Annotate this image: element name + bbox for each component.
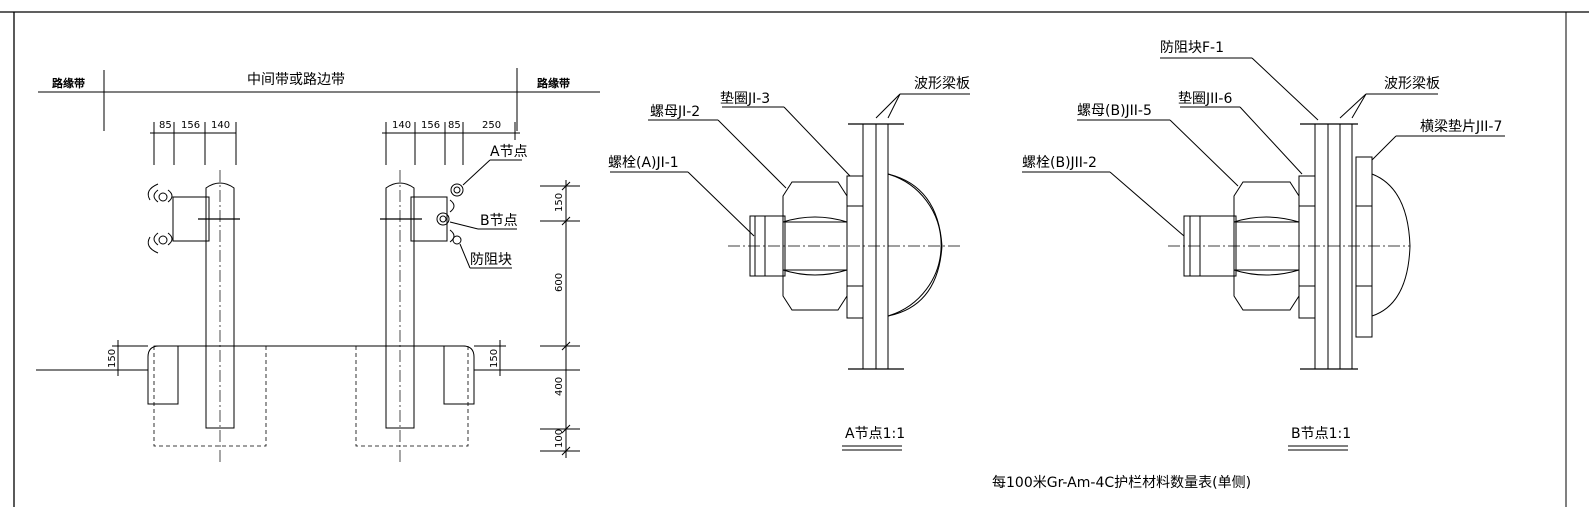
blocker-label: 防阻块 (470, 252, 512, 268)
vdim-100: 100 (554, 429, 565, 448)
left-post (147, 170, 240, 465)
right-dim-1: 140 (392, 120, 411, 131)
vertical-dimensions: 150 600 400 100 (540, 180, 580, 458)
curb-right-height: 150 (489, 349, 500, 368)
right-dim-4: 250 (482, 120, 501, 131)
a-caption: A节点1:1 (845, 426, 905, 442)
b-blocker-label: 防阻块F-1 (1160, 40, 1224, 56)
left-dim-3: 140 (211, 120, 230, 131)
a-beam-label: 波形梁板 (914, 76, 970, 92)
detail-a: 螺栓(A)JI-1 螺母JI-2 垫圈JI-3 波形梁板 A节点1:1 (608, 76, 970, 451)
ground-and-curbs: 150 150 (36, 340, 580, 447)
b-bolt-label: 螺栓(B)JII-2 (1022, 155, 1097, 171)
middle-zone-label: 中间带或路边带 (247, 72, 345, 88)
right-dim-2: 156 (421, 120, 440, 131)
right-dim-3: 85 (448, 120, 461, 131)
b-caption: B节点1:1 (1291, 426, 1351, 442)
b-beam-label: 波形梁板 (1384, 76, 1440, 92)
vdim-600: 600 (554, 273, 565, 292)
node-a-label: A节点 (490, 144, 528, 160)
node-b-label: B节点 (480, 213, 518, 229)
a-nut-label: 螺母JI-2 (650, 104, 700, 120)
vdim-150: 150 (554, 193, 565, 212)
right-zone-label: 路缘带 (537, 76, 570, 90)
left-dim-2: 156 (181, 120, 200, 131)
drawing-frame (0, 11, 1589, 507)
right-dimensions: 140 156 85 250 (382, 120, 520, 165)
left-zone-label: 路缘带 (52, 76, 85, 90)
b-pad-label: 横梁垫片JII-7 (1420, 119, 1502, 135)
node-labels: A节点 B节点 防阻块 (449, 144, 528, 269)
curb-left-height: 150 (107, 349, 118, 368)
a-washer-label: 垫圈JI-3 (720, 91, 770, 107)
material-table-title: 每100米Gr-Am-4C护栏材料数量表(单侧) (992, 475, 1251, 491)
left-dim-1: 85 (159, 120, 172, 131)
right-post (380, 170, 464, 465)
b-nut-label: 螺母(B)JII-5 (1077, 103, 1152, 119)
cross-section: 路缘带 中间带或路边带 路缘带 85 156 140 140 156 85 25… (36, 68, 600, 465)
left-dimensions: 85 156 140 (150, 120, 237, 165)
vdim-400: 400 (554, 377, 565, 396)
a-bolt-label: 螺栓(A)JI-1 (608, 155, 679, 171)
b-washer-label: 垫圈JII-6 (1178, 91, 1232, 107)
detail-b: 防阻块F-1 波形梁板 螺母(B)JII-5 垫圈JII-6 横梁垫片JII-7… (1022, 40, 1505, 451)
